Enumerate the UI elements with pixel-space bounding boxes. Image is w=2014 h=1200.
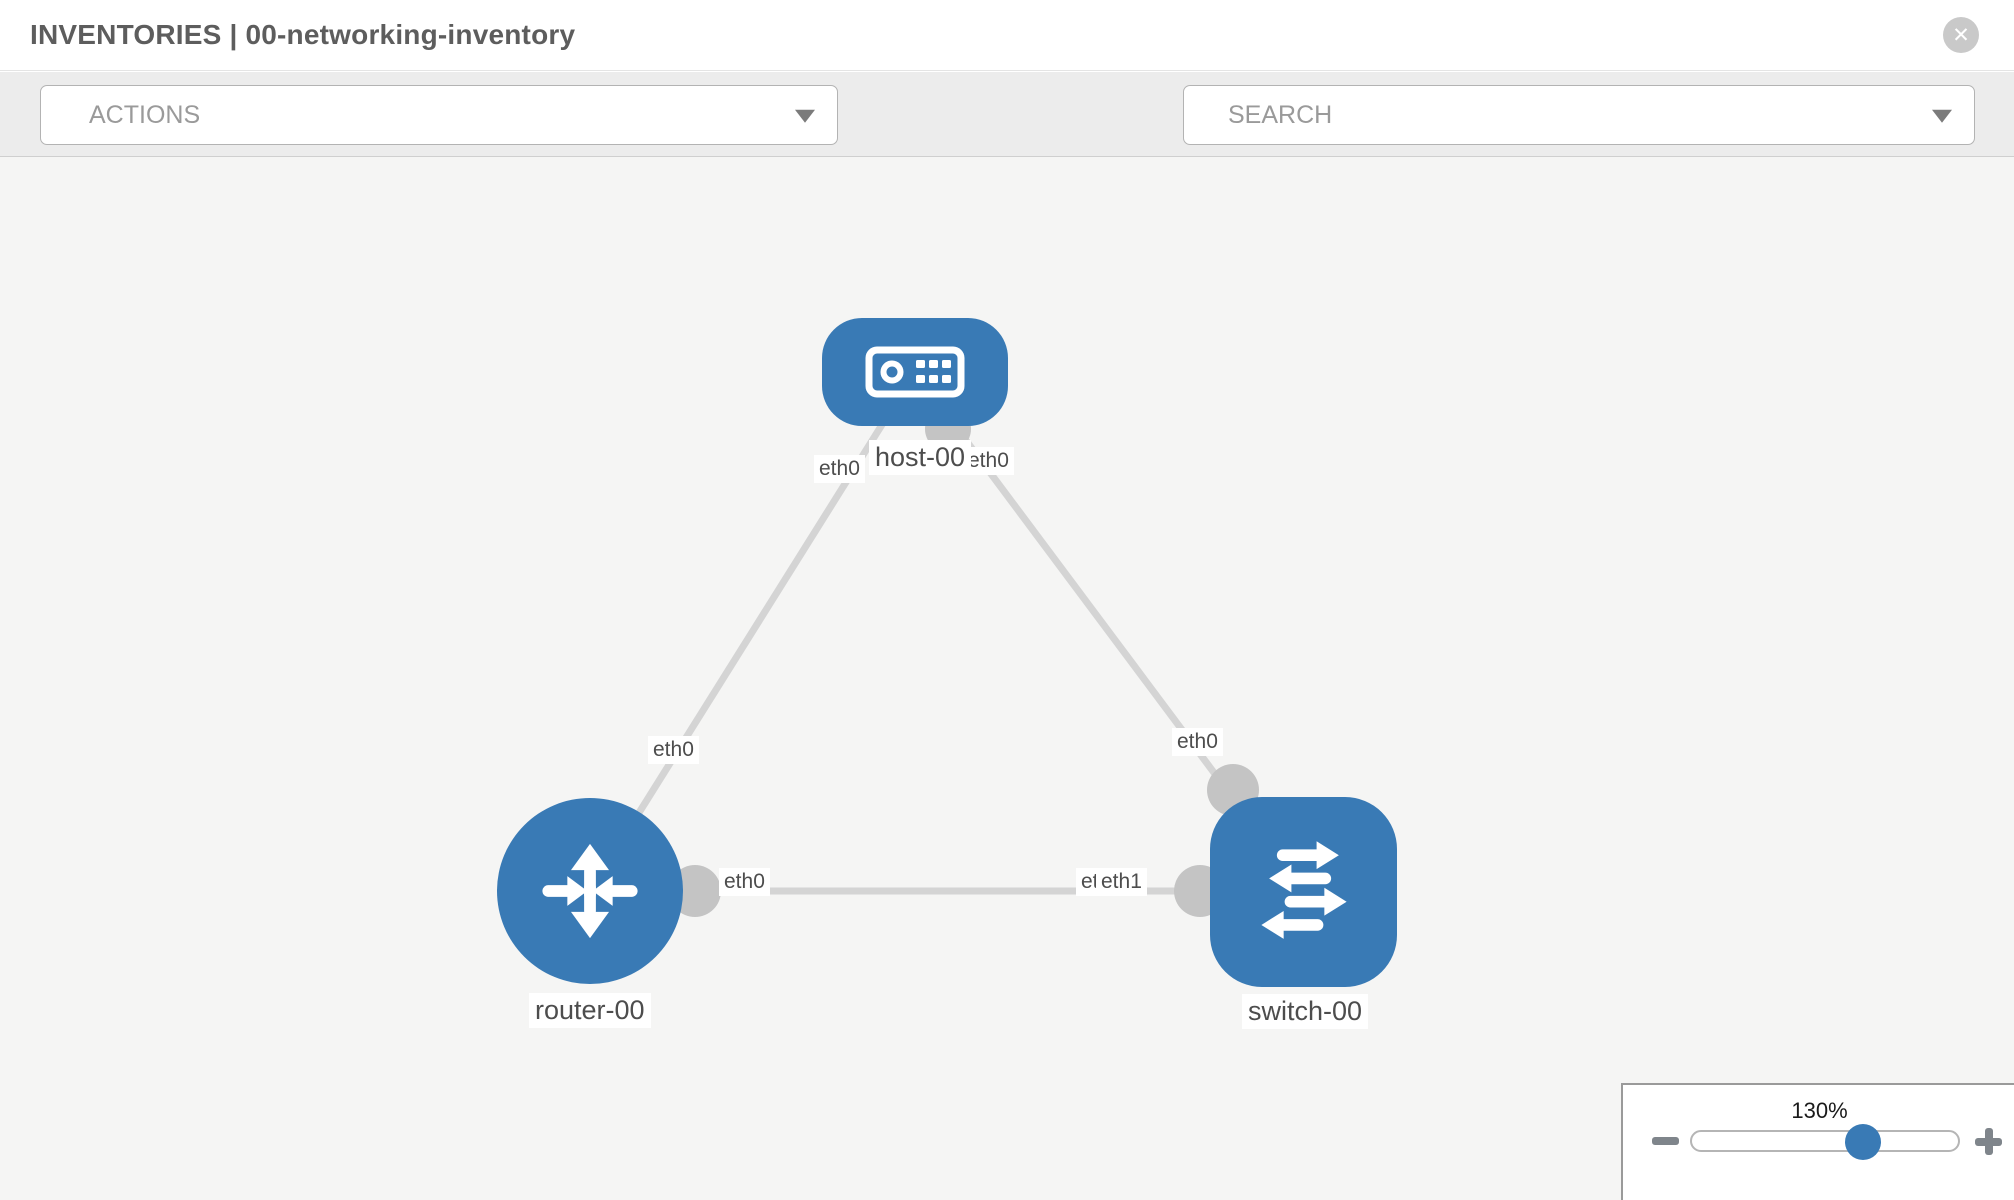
- node-label-switch-00: switch-00: [1242, 994, 1369, 1029]
- switch-icon: [1260, 841, 1347, 939]
- node-router-00[interactable]: [497, 798, 683, 984]
- node-label-router-00: router-00: [529, 993, 651, 1028]
- actions-dropdown[interactable]: ACTIONS: [40, 85, 838, 145]
- search-input[interactable]: [1184, 99, 1830, 131]
- if-label-router-eth0-link: eth0: [719, 868, 770, 896]
- zoom-out-icon[interactable]: [1652, 1137, 1679, 1145]
- topology-canvas[interactable]: [0, 157, 2014, 1200]
- page-title: INVENTORIES | 00-networking-inventory: [30, 19, 576, 50]
- node-host-00[interactable]: [822, 318, 1008, 426]
- if-label-router-eth0-uplink: eth0: [648, 736, 699, 764]
- close-button[interactable]: ✕: [1943, 17, 1979, 53]
- toolbar: ACTIONS: [0, 72, 2014, 211]
- node-label-host-00: host-00: [869, 440, 972, 475]
- router-icon: [542, 843, 638, 939]
- if-label-switch-eth0-uplink: eth0: [1172, 728, 1223, 756]
- if-label-host-eth0-left: eth0: [814, 455, 865, 483]
- zoom-control-panel: 130%: [1621, 1083, 2014, 1200]
- search-dropdown: [1183, 85, 1975, 145]
- zoom-slider-thumb[interactable]: [1845, 1124, 1881, 1160]
- chevron-down-icon: [1932, 109, 1952, 123]
- close-icon: ✕: [1952, 23, 1970, 47]
- chevron-down-icon: [795, 109, 815, 123]
- zoom-in-icon[interactable]: [1975, 1128, 2002, 1155]
- if-label-switch-eth1: eth1: [1096, 868, 1147, 896]
- header: INVENTORIES | 00-networking-inventory ✕: [0, 0, 2014, 71]
- if-label-host-eth0-right: eth0: [963, 447, 1014, 475]
- node-switch-00[interactable]: [1210, 797, 1397, 987]
- host-server-icon: [865, 346, 965, 398]
- zoom-slider-track[interactable]: [1690, 1130, 1960, 1152]
- zoom-level-value: 130%: [1791, 1098, 1848, 1123]
- actions-dropdown-label: ACTIONS: [89, 100, 201, 129]
